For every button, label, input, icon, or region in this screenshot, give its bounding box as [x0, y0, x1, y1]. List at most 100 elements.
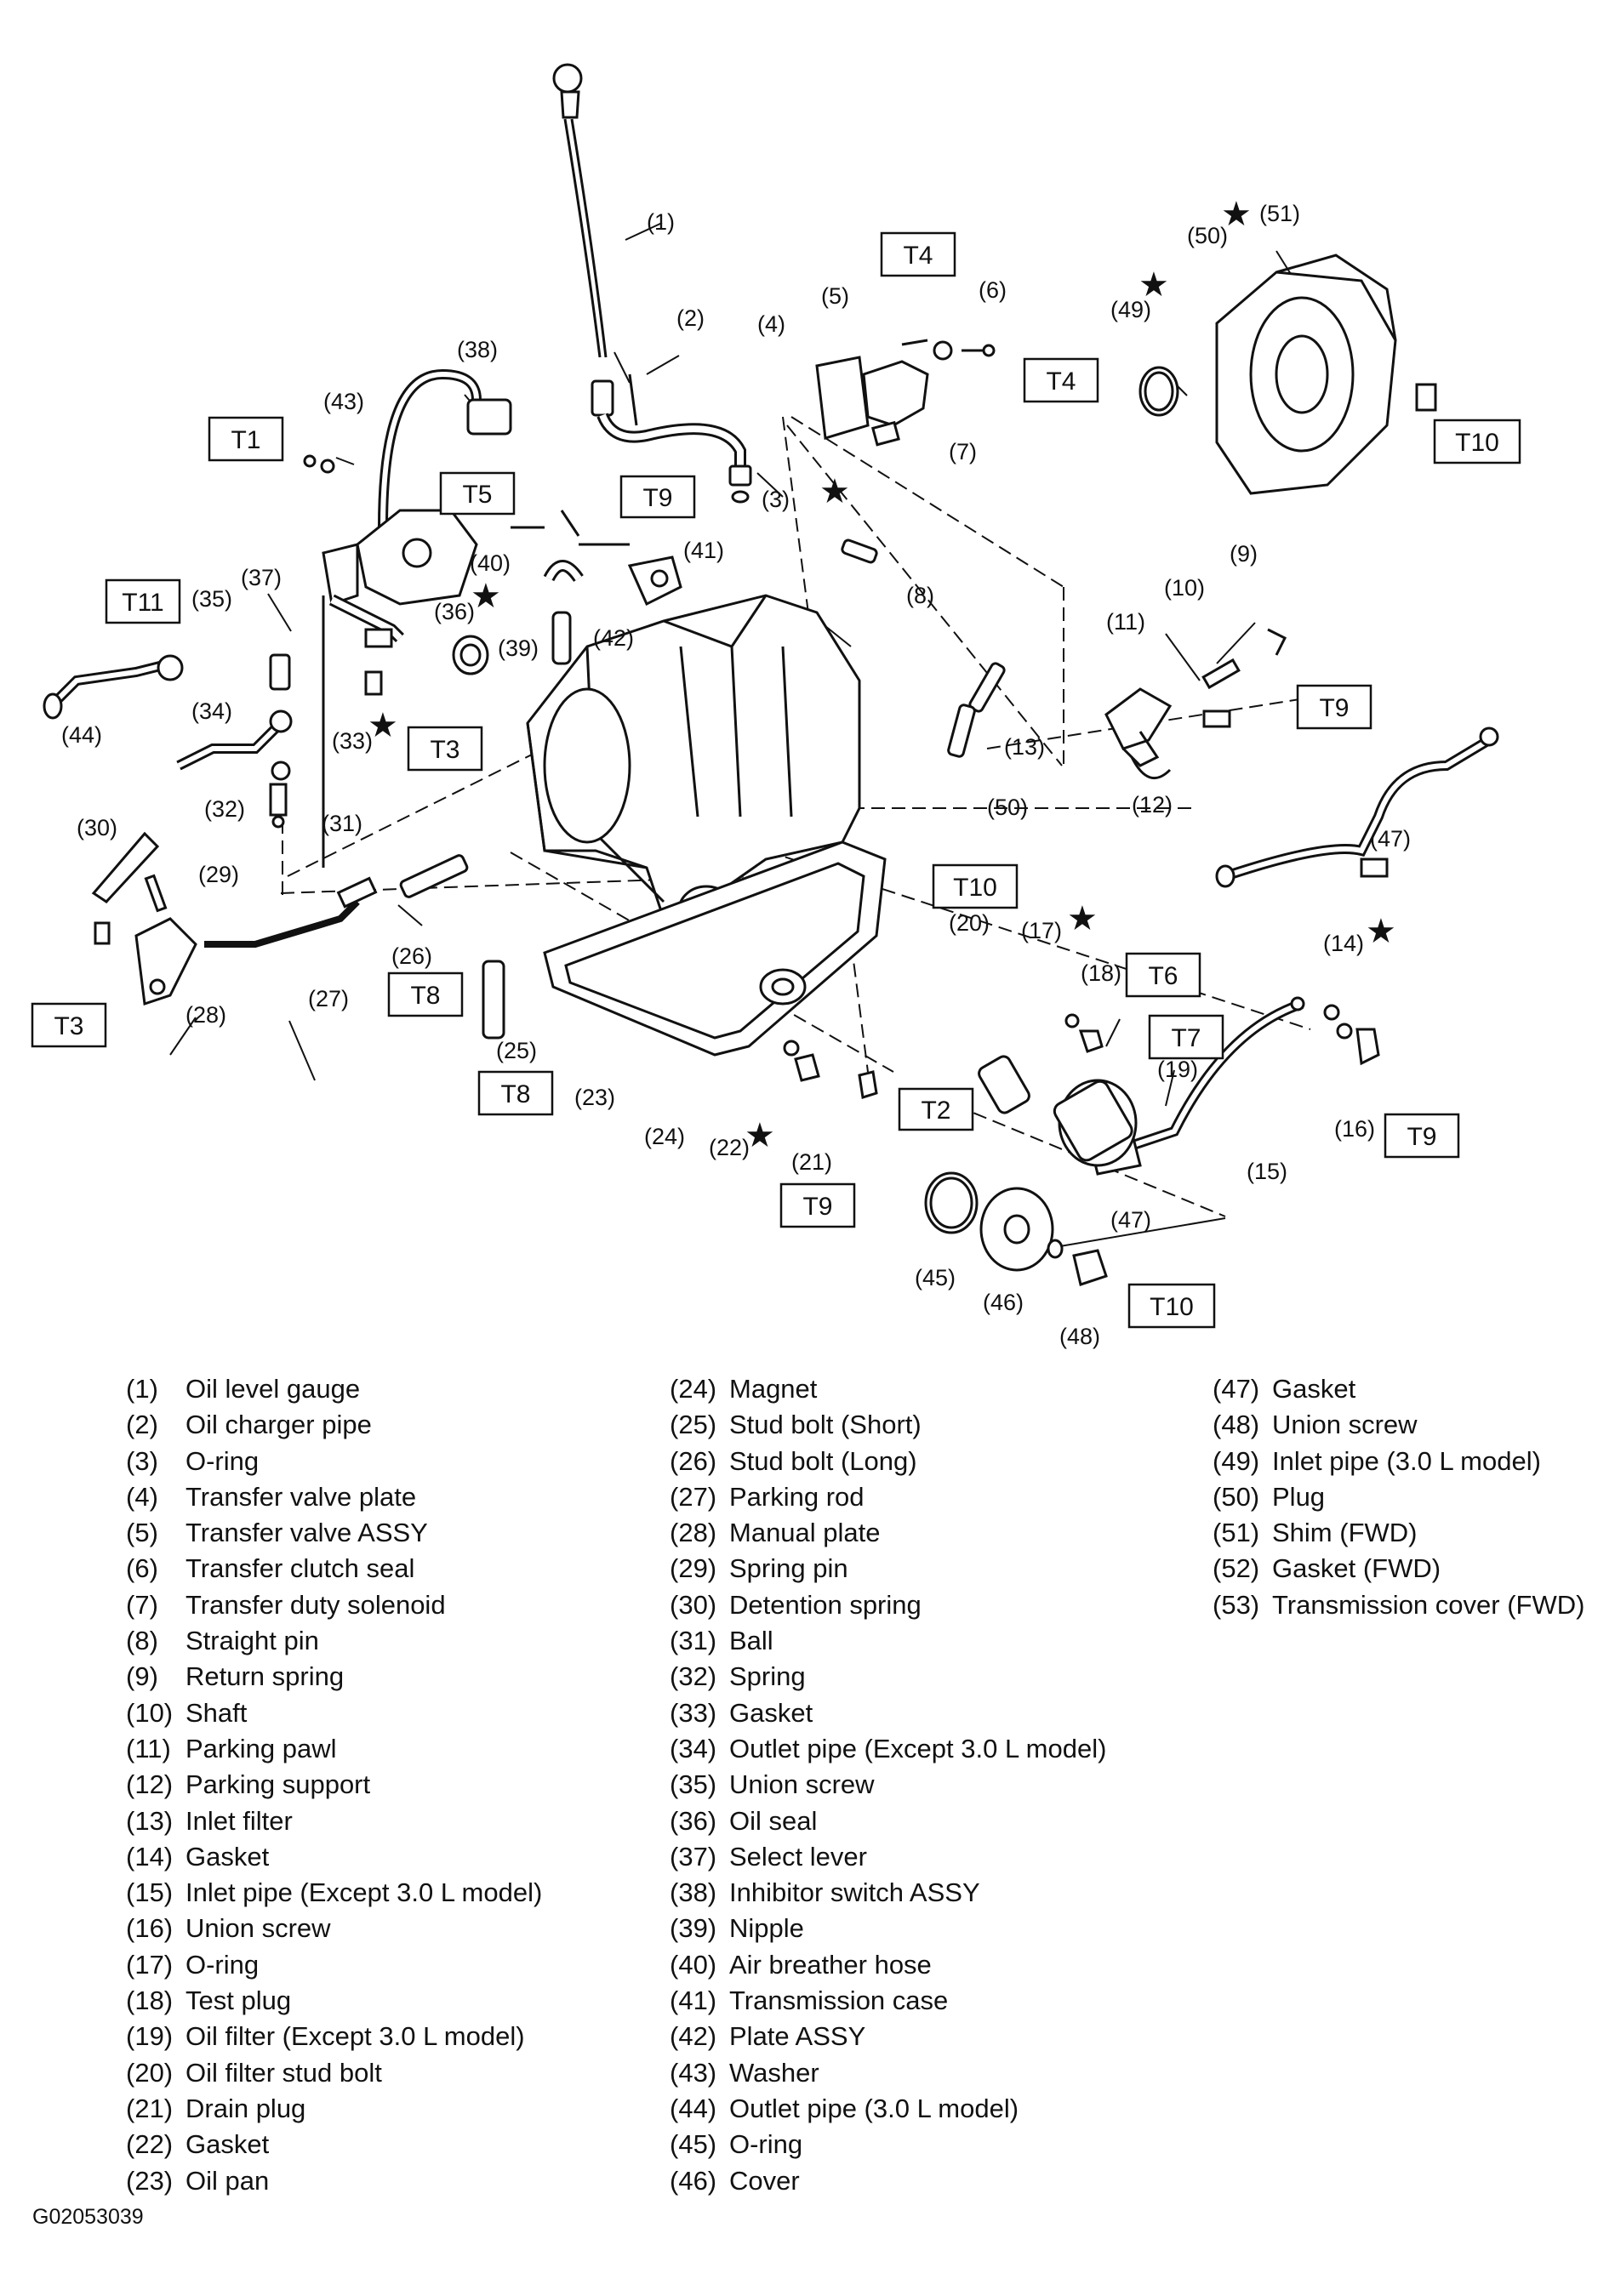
torque-label-t10b: T10	[953, 874, 997, 902]
oil-pan	[543, 840, 887, 1057]
callout-21: (21)	[791, 1149, 832, 1175]
legend-number: (45)	[670, 2129, 717, 2160]
legend-number: (1)	[126, 1374, 158, 1404]
star-icon: ★	[368, 707, 398, 744]
legend-item: (42)Plate ASSY	[670, 2019, 1106, 2054]
legend-number: (30)	[670, 1589, 717, 1620]
legend-number: (27)	[670, 1481, 717, 1512]
torque-box-t5	[439, 471, 516, 516]
legend-part-name: Parking pawl	[185, 1733, 337, 1763]
legend-item: (17)O-ring	[126, 1947, 542, 1983]
star-icon: ★	[745, 1117, 775, 1154]
legend-part-name: Plug	[1272, 1481, 1326, 1512]
callout-19: (19)	[1157, 1057, 1198, 1082]
legend-item: (13)Inlet filter	[126, 1803, 542, 1839]
legend-number: (6)	[126, 1553, 158, 1584]
torque-label-t8a: T8	[410, 982, 440, 1010]
callout-1: (1)	[647, 209, 675, 235]
legend-part-name: Oil filter (Except 3.0 L model)	[185, 2021, 525, 2052]
legend-part-name: Air breather hose	[729, 1949, 932, 1980]
legend-item: (28)Manual plate	[670, 1515, 1106, 1551]
legend-item: (26)Stud bolt (Long)	[670, 1444, 1106, 1479]
legend-item: (7)Transfer duty solenoid	[126, 1587, 542, 1623]
torque-box-t10a	[1433, 419, 1521, 464]
legend-item: (16) Union screw	[126, 1911, 542, 1946]
legend-number: (7)	[126, 1589, 158, 1620]
legend-number: (5)	[126, 1518, 158, 1548]
callout-33: (33)	[332, 728, 373, 754]
torque-label-t10a: T10	[1455, 429, 1499, 457]
legend-item: (31)Ball	[670, 1623, 1106, 1659]
legend-item: (12)Parking support	[126, 1767, 542, 1803]
legend-part-name: Inlet pipe (Except 3.0 L model)	[185, 1877, 543, 1908]
torque-label-t1: T1	[231, 426, 260, 454]
callout-16: (16)	[1334, 1116, 1375, 1142]
legend-part-name: Stud bolt (Long)	[729, 1445, 917, 1476]
callout-7: (7)	[949, 439, 977, 464]
callout-17: (17)	[1021, 918, 1062, 943]
legend-item: (32)Spring	[670, 1659, 1106, 1695]
legend-number: (11)	[126, 1733, 171, 1763]
legend-part-name: Inlet pipe (3.0 L model)	[1272, 1445, 1541, 1476]
legend-part-name: Gasket	[1272, 1374, 1356, 1404]
torque-box-t2	[898, 1087, 974, 1131]
torque-label-t4b: T4	[1046, 367, 1076, 396]
legend-item: (14)Gasket	[126, 1839, 542, 1875]
callout-22: (22)	[709, 1135, 750, 1160]
legend-item: (4)Transfer valve plate	[126, 1479, 542, 1515]
callout-50a: (50)	[987, 795, 1028, 820]
legend-item: (5)Transfer valve ASSY	[126, 1515, 542, 1551]
legend-number: (50)	[1213, 1481, 1260, 1512]
torque-label-t11: T11	[122, 589, 163, 617]
torque-box-t10c	[1127, 1283, 1216, 1329]
callout-24: (24)	[644, 1124, 685, 1149]
legend-item: (19)Oil filter (Except 3.0 L model)	[126, 2019, 542, 2054]
callout-8: (8)	[906, 583, 934, 608]
transfer-valve-assy	[815, 339, 996, 447]
torque-box-t4b	[1023, 357, 1099, 403]
legend-number: (4)	[126, 1481, 158, 1512]
legend-number: (48)	[1213, 1410, 1260, 1440]
legend-part-name: O-ring	[729, 2129, 803, 2160]
legend-part-name: Oil pan	[185, 2165, 270, 2196]
legend-number: (33)	[670, 1697, 717, 1728]
legend-item: (22)Gasket	[126, 2127, 542, 2162]
legend-item: (35)Union screw	[670, 1767, 1106, 1803]
legend-item: (37)Select lever	[670, 1839, 1106, 1875]
figure-id: G02053039	[32, 2205, 144, 2229]
callout-39: (39)	[498, 635, 539, 661]
star-icon: ★	[1221, 196, 1252, 233]
legend-part-name: Inhibitor switch ASSY	[729, 1877, 980, 1908]
legend-item: (23)Oil pan	[126, 2163, 542, 2199]
legend-item: (8)Straight pin	[126, 1623, 542, 1659]
callout-15: (15)	[1247, 1159, 1287, 1184]
legend-number: (47)	[1213, 1374, 1260, 1404]
legend-part-name: Gasket	[185, 1841, 270, 1872]
legend-number: (3)	[126, 1445, 158, 1476]
legend-number: (20)	[126, 2057, 174, 2088]
legend-item: (36)Oil seal	[670, 1803, 1106, 1839]
legend-number: (36)	[670, 1805, 717, 1836]
torque-label-t9a: T9	[642, 484, 672, 512]
legend-part-name: Union screw	[185, 1913, 331, 1944]
callout-20: (20)	[949, 910, 990, 936]
callout-28: (28)	[185, 1002, 226, 1028]
legend-number: (22)	[126, 2129, 174, 2160]
legend-number: (49)	[1213, 1445, 1260, 1476]
legend-item: (25)Stud bolt (Short)	[670, 1407, 1106, 1443]
inhibitor-switch-assy	[303, 368, 512, 606]
callout-6: (6)	[979, 277, 1007, 303]
torque-label-t6: T6	[1148, 962, 1178, 990]
legend-number: (34)	[670, 1733, 717, 1763]
legend-column-2: (24)Magnet (25)Stud bolt (Short) (26)Stu…	[670, 1371, 1106, 2199]
callout-46: (46)	[983, 1290, 1024, 1315]
torque-label-t3a: T3	[430, 736, 459, 764]
legend-number: (16)	[126, 1913, 174, 1944]
callout-9: (9)	[1230, 541, 1258, 567]
legend-part-name: Outlet pipe (3.0 L model)	[729, 2093, 1019, 2123]
legend-item: (11) Parking pawl	[126, 1731, 542, 1767]
legend-item: (48)Union screw	[1213, 1407, 1584, 1443]
torque-label-t10c: T10	[1150, 1293, 1194, 1321]
legend-part-name: Drain plug	[185, 2093, 306, 2123]
legend-part-name: Return spring	[185, 1661, 345, 1692]
